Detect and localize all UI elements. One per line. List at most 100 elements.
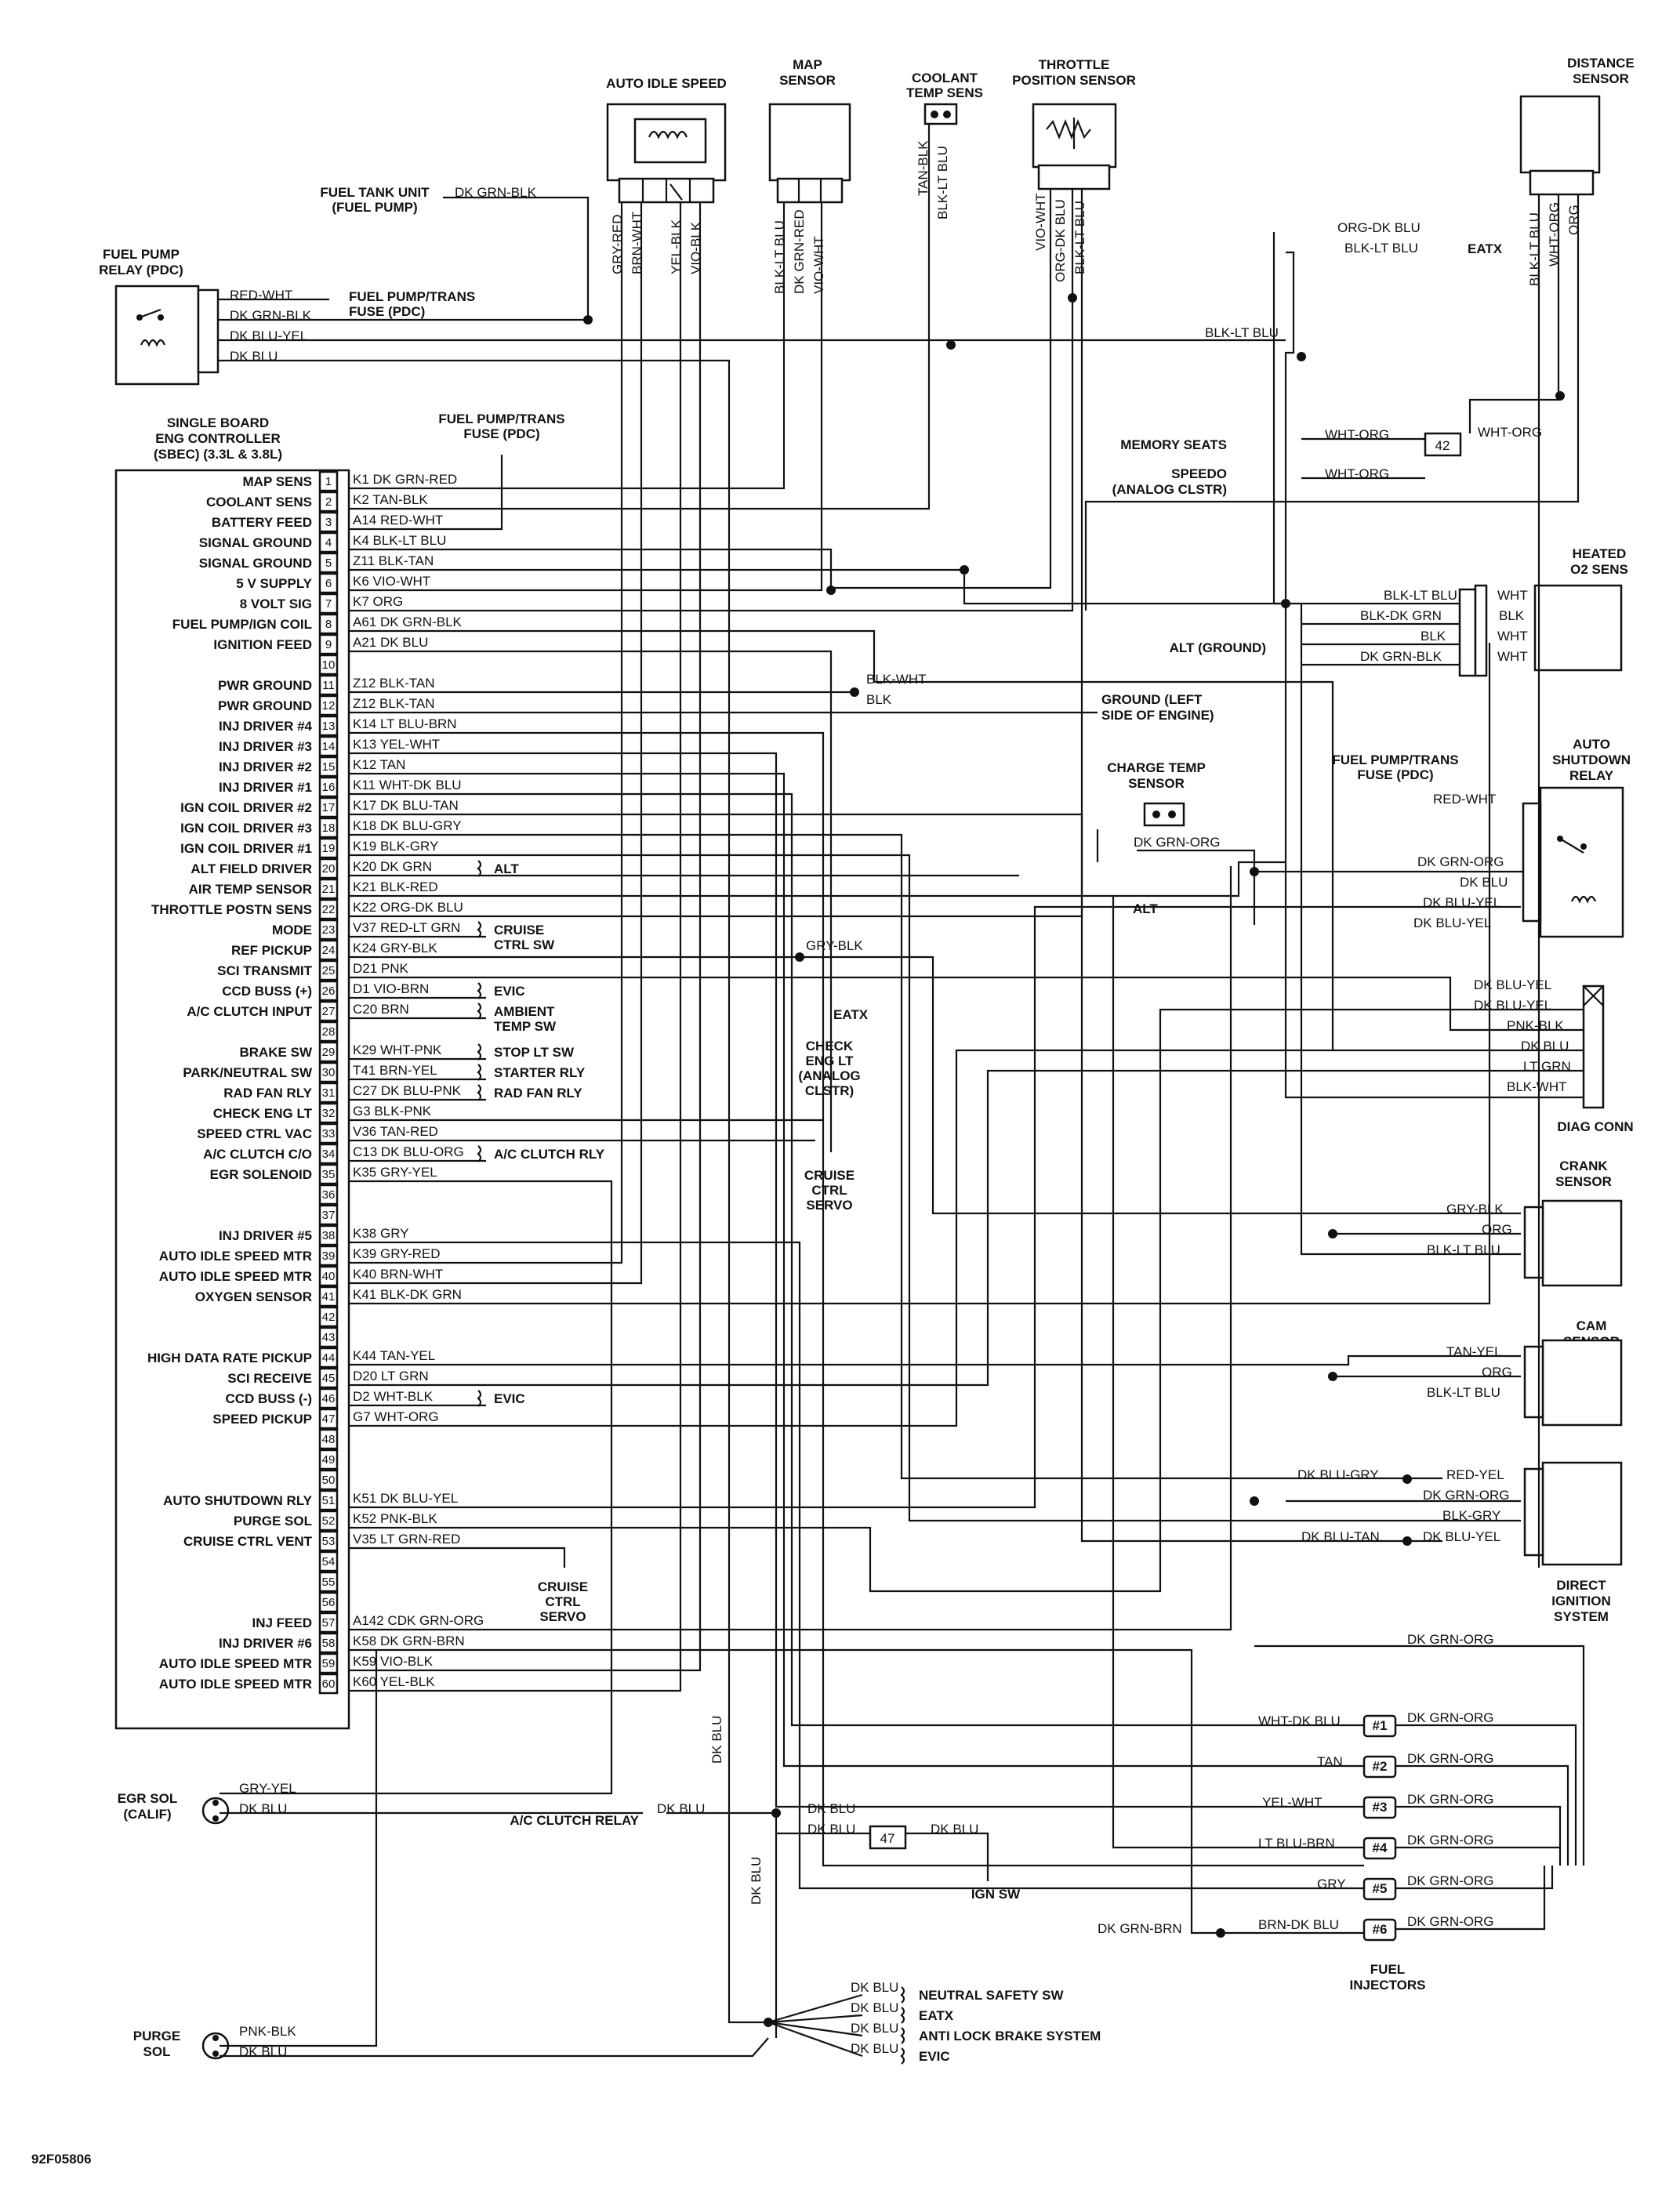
egr-w1: GRY-YEL (239, 1781, 296, 1796)
pin-box (318, 1428, 339, 1450)
pin-box (318, 572, 339, 594)
pin-number: 27 (322, 1005, 336, 1018)
asd-dk-blu-yel-2: DK BLU-YEL (1413, 916, 1491, 930)
sbec-controller: SINGLE BOARD ENG CONTROLLER (SBEC) (3.3L… (114, 415, 605, 1730)
pin-wire-label: K60 YEL-BLK (353, 1674, 435, 1689)
purge-solenoid: PURGE SOL (133, 2029, 230, 2060)
tps-blk-lt-blu: BLK-LT BLU (1072, 201, 1087, 274)
pin-destination-label: ALT (494, 861, 519, 876)
cam-w2: ORG (1482, 1365, 1512, 1380)
diag-w2: DK BLU-YEL (1474, 998, 1551, 1013)
dis-w1: RED-YEL (1446, 1467, 1504, 1482)
pin-box (318, 531, 339, 553)
pin-number: 36 (322, 1188, 336, 1202)
cel-1: CHECK (806, 1039, 854, 1053)
dis-w4: DK BLU-YEL (1423, 1529, 1500, 1544)
dis-w2: DK GRN-ORG (1423, 1488, 1510, 1503)
sbec-pin-row: 42 (318, 1306, 339, 1328)
auto-idle-speed-motor: AUTO IDLE SPEED (606, 76, 727, 204)
pin-function-label: PURGE SOL (234, 1514, 312, 1528)
o2-w4: DK GRN-BLK (1360, 649, 1442, 664)
pin-box (318, 756, 339, 778)
dis-title-2: IGNITION (1551, 1594, 1611, 1608)
coolant-title-1: COOLANT (912, 71, 978, 85)
purge-1: PURGE (133, 2029, 180, 2043)
pin-box (318, 511, 339, 533)
fuel-injector: #3DK GRN-ORG (1363, 1792, 1494, 1819)
pin-box (318, 858, 339, 879)
pin-box (318, 1673, 339, 1695)
egr-w2: DK BLU (239, 1801, 287, 1816)
aisv-vio-blk: VIO-BLK (688, 221, 703, 274)
pin-number: 32 (322, 1107, 336, 1120)
sbec-pin-row: 49 (318, 1449, 339, 1470)
pin-function-label: OXYGEN SENSOR (195, 1289, 312, 1304)
pin-function-label: BATTERY FEED (212, 515, 312, 530)
sbec-pin-row: 54 (318, 1550, 339, 1572)
pin-box (318, 1469, 339, 1491)
pin-box (318, 715, 339, 737)
sp-wht-org: WHT-ORG (1325, 466, 1389, 481)
pin-function-label: SPEED PICKUP (212, 1412, 312, 1427)
diag-w5: LT GRN (1523, 1059, 1571, 1074)
cam-title-1: CAM (1577, 1318, 1607, 1333)
crank-title-1: CRANK (1559, 1159, 1608, 1173)
coolant-temp-sensor: COOLANT TEMP SENS (906, 71, 983, 125)
connector-arrow (477, 1145, 482, 1162)
sbec-pin-row: 44 HIGH DATA RATE PICKUP K44 TAN-YEL (147, 1347, 435, 1369)
pin-wire-label: K44 TAN-YEL (353, 1348, 435, 1363)
map-dk-grn-red: DK GRN-RED (792, 209, 807, 294)
pin-box (318, 1652, 339, 1674)
junction-dots (583, 293, 1565, 2027)
inj-title-2: INJECTORS (1350, 1978, 1426, 1993)
pin-function-label: INJ DRIVER #1 (219, 780, 312, 795)
pin-function-label: INJ DRIVER #5 (219, 1228, 312, 1243)
pin-box (318, 1530, 339, 1552)
pin-box (318, 694, 339, 716)
pin-wire-label: A142 CDK GRN-ORG (353, 1613, 484, 1628)
inj-title-1: FUEL (1370, 1962, 1405, 1977)
purge-w1: PNK-BLK (239, 2024, 296, 2039)
pin-number: 45 (322, 1372, 336, 1385)
ds-wht-org: WHT-ORG (1547, 202, 1562, 267)
pin-function-label: COOLANT SENS (206, 495, 312, 509)
ds-org: ORG (1566, 205, 1581, 235)
pin-wire-label: K14 LT BLU-BRN (353, 716, 457, 731)
o2-w3: BLK (1421, 629, 1446, 644)
pin-function-label: BRAKE SW (239, 1045, 313, 1060)
ds-out-wht-org: WHT-ORG (1478, 425, 1542, 440)
pin-wire-label: V35 LT GRN-RED (353, 1532, 460, 1547)
connector-arrow (477, 1043, 482, 1061)
pin-box (318, 1591, 339, 1613)
pin-number: 44 (322, 1351, 336, 1365)
map-sensor: MAP SENSOR (768, 57, 851, 204)
pin-function-label: ALT FIELD DRIVER (190, 861, 312, 876)
pin-box (318, 613, 339, 635)
pin-function-label: A/C CLUTCH C/O (203, 1147, 312, 1162)
o2-r1: WHT (1497, 588, 1528, 603)
pin-function-label: HIGH DATA RATE PICKUP (147, 1351, 312, 1365)
sbec-pin-row: 48 (318, 1428, 339, 1450)
pin-wire-label: D1 VIO-BRN (353, 981, 429, 996)
fpt-fuse-2: FUSE (PDC) (349, 304, 425, 319)
pin-wire-label: V36 TAN-RED (353, 1124, 438, 1139)
pin-destination-label: STOP LT SW (494, 1045, 575, 1060)
pin-function-label: CHECK ENG LT (213, 1106, 313, 1121)
pin-box (318, 1204, 339, 1226)
ref-gry-blk: GRY-BLK (806, 938, 863, 953)
